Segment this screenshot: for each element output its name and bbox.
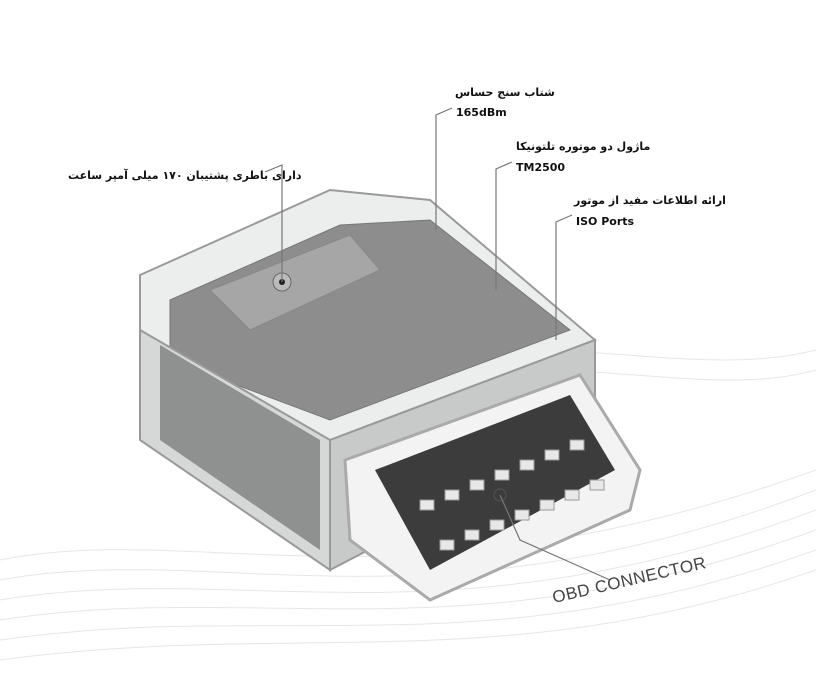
accelerometer-title: شتاب سنج حساس — [455, 86, 555, 99]
callout-lines — [264, 107, 611, 581]
engine-info-title: ارائه اطلاعات مفید از موتور — [574, 194, 726, 207]
background-waves — [0, 349, 816, 661]
obd-connector — [343, 373, 642, 602]
engine-info-value: ISO Ports — [576, 215, 635, 228]
accelerometer-value: 165dBm — [456, 106, 507, 119]
module-value: TM2500 — [516, 161, 566, 174]
module-title: ماژول دو موتوره تلتونیکا — [516, 140, 651, 153]
battery-title: دارای باطری پشتیبان ۱۷۰ میلی آمپر ساعت — [68, 169, 302, 182]
